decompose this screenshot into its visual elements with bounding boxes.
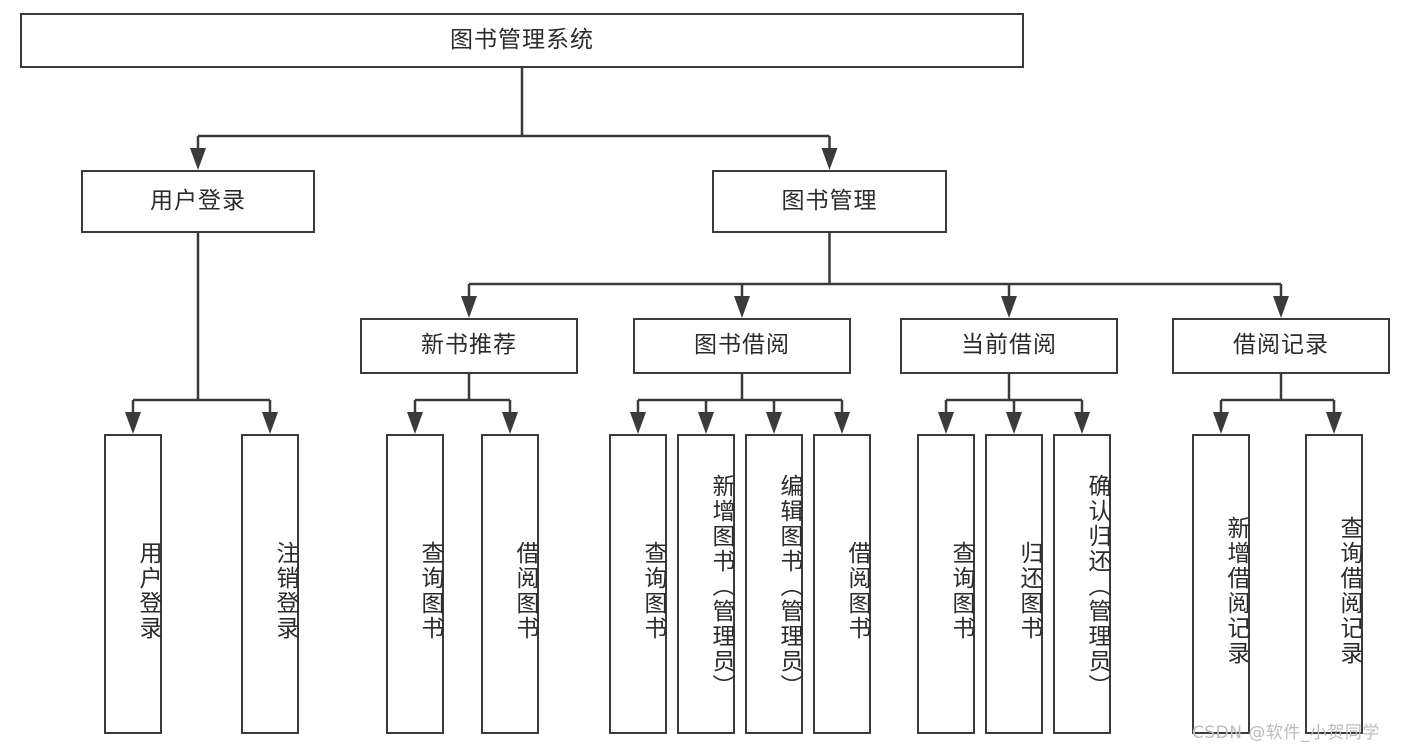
node-login[interactable]: 用户登录	[81, 170, 315, 233]
node-label: 图书借阅	[694, 332, 790, 359]
node-label: 新增借阅记录	[1223, 516, 1249, 666]
arrowhead-icon	[1326, 412, 1342, 434]
node-current[interactable]: 当前借阅	[900, 318, 1118, 374]
node-l13[interactable]: 查询借阅记录	[1305, 434, 1363, 734]
node-label: 编辑图书（管理员）	[776, 473, 802, 699]
node-l9[interactable]: 查询图书	[917, 434, 975, 734]
arrowhead-icon	[190, 148, 206, 170]
node-root[interactable]: 图书管理系统	[20, 13, 1024, 68]
node-label: 查询图书	[948, 541, 974, 641]
node-label: 图书管理	[781, 187, 878, 214]
node-label: 用户登录	[150, 187, 246, 214]
node-label: 新书推荐	[421, 332, 517, 359]
node-label: 注销登录	[272, 541, 298, 641]
node-bookmgmt[interactable]: 图书管理	[712, 170, 947, 233]
node-label: 借阅图书	[844, 541, 870, 641]
node-label: 当前借阅	[961, 332, 1057, 359]
node-records[interactable]: 借阅记录	[1172, 318, 1390, 374]
arrowhead-icon	[1273, 296, 1289, 318]
node-label: 确认归还（管理员）	[1084, 473, 1110, 699]
arrowhead-icon	[1006, 412, 1022, 434]
arrowhead-icon	[461, 296, 477, 318]
node-l12[interactable]: 新增借阅记录	[1192, 434, 1250, 734]
node-borrow[interactable]: 图书借阅	[633, 318, 851, 374]
node-l8[interactable]: 借阅图书	[813, 434, 871, 734]
node-l3[interactable]: 查询图书	[386, 434, 444, 734]
arrowhead-icon	[1074, 412, 1090, 434]
node-l6[interactable]: 新增图书（管理员）	[677, 434, 735, 734]
node-l1[interactable]: 用户登录	[104, 434, 162, 734]
node-l4[interactable]: 借阅图书	[481, 434, 539, 734]
arrowhead-icon	[502, 412, 518, 434]
node-l7[interactable]: 编辑图书（管理员）	[745, 434, 803, 734]
node-l11[interactable]: 确认归还（管理员）	[1053, 434, 1111, 734]
arrowhead-icon	[698, 412, 714, 434]
node-label: 查询图书	[640, 541, 666, 641]
node-l10[interactable]: 归还图书	[985, 434, 1043, 734]
arrowhead-icon	[821, 148, 838, 170]
arrowhead-icon	[1001, 296, 1017, 318]
node-newrec[interactable]: 新书推荐	[360, 318, 578, 374]
node-label: 借阅图书	[512, 541, 538, 641]
node-label: 查询借阅记录	[1336, 516, 1362, 666]
node-label: 图书管理系统	[450, 26, 594, 53]
arrowhead-icon	[834, 412, 850, 434]
watermark: CSDN @软件_小贺同学	[1192, 723, 1380, 743]
node-label: 新增图书（管理员）	[708, 473, 734, 699]
arrowhead-icon	[262, 412, 278, 434]
node-l5[interactable]: 查询图书	[609, 434, 667, 734]
node-l2[interactable]: 注销登录	[241, 434, 299, 734]
node-label: 用户登录	[135, 541, 161, 641]
arrowhead-icon	[407, 412, 423, 434]
node-label: 查询图书	[417, 541, 443, 641]
arrowhead-icon	[1213, 412, 1229, 434]
arrowhead-icon	[734, 296, 750, 318]
arrowhead-icon	[766, 412, 782, 434]
arrowhead-icon	[125, 412, 141, 434]
node-label: 借阅记录	[1233, 332, 1329, 359]
arrowhead-icon	[630, 412, 646, 434]
arrowhead-icon	[938, 412, 954, 434]
node-label: 归还图书	[1016, 541, 1042, 641]
